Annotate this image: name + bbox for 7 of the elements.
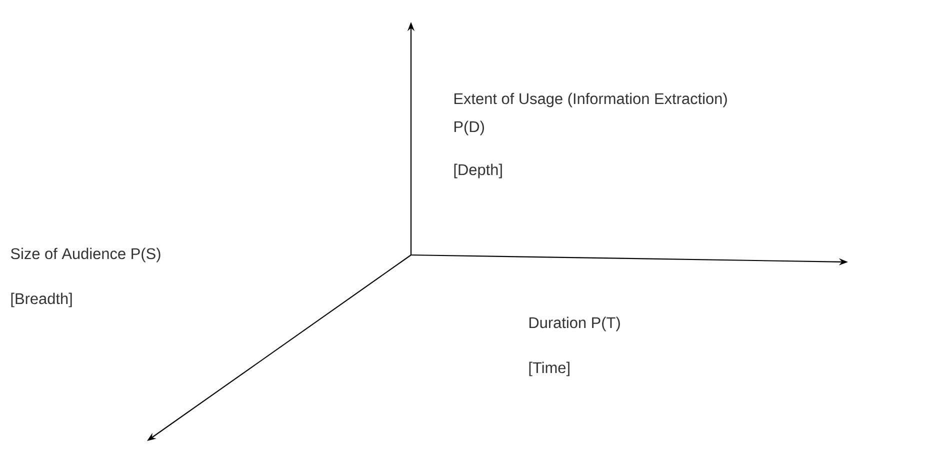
- axis-label: [Time]: [529, 362, 570, 376]
- axis-label: Duration P(T): [529, 316, 620, 332]
- axis-label: P(D): [454, 120, 484, 136]
- axis-label: [Depth]: [454, 164, 502, 178]
- axis-label: Size of Audience P(S): [10, 248, 160, 262]
- axis-label: [Breadth]: [11, 292, 72, 308]
- axis-label: Extent of Usage (Information Extraction): [454, 92, 727, 108]
